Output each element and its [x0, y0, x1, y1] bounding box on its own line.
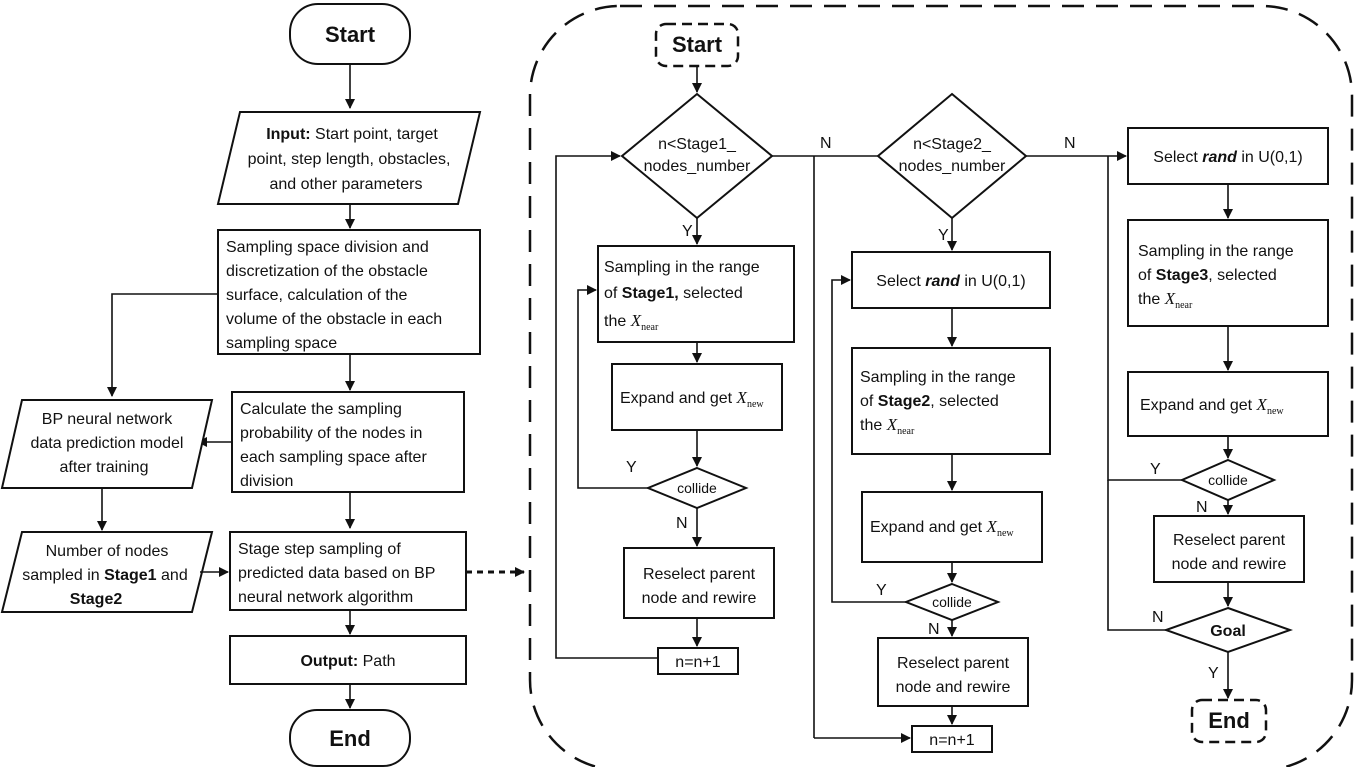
s2-counter-label: n=n+1: [929, 732, 974, 749]
s3-sampling-line2: of Stage3, selected: [1138, 267, 1277, 284]
s3-sampling-box: [1127, 219, 1329, 327]
s1-sampling-box: [597, 245, 795, 343]
division-line2: discretization of the obstacle: [226, 263, 428, 280]
decision-stage1-line1: n<Stage1_: [658, 136, 737, 153]
right-start-label: Start: [672, 32, 723, 57]
bp-parallelogram: [0, 399, 214, 489]
s3-reselect-box: [1153, 515, 1305, 583]
s2-sampling-line2: of Stage2, selected: [860, 393, 999, 410]
loop-collide1-s1: [577, 285, 648, 489]
goal-label: Goal: [1210, 623, 1246, 640]
s2-select-rand-box: [851, 251, 1051, 309]
s3-expand-box: [1127, 371, 1329, 437]
division-line3: surface, calculation of the: [226, 287, 408, 304]
stage-step-line1: Stage step sampling of: [238, 541, 401, 558]
s1-reselect-box: [623, 547, 775, 619]
loop-goal-n: [1107, 480, 1166, 631]
left-start-label: Start: [325, 22, 376, 47]
label-n-collide2: N: [928, 621, 940, 638]
stage-step-line3: neural network algorithm: [238, 589, 413, 606]
s3-reselect-line1: Reselect parent: [1173, 532, 1286, 549]
input-line2: point, step length, obstacles,: [248, 151, 451, 168]
label-y-d2: Y: [938, 227, 949, 244]
collide-2-label: collide: [932, 594, 972, 610]
decision-stage2-line1: n<Stage2_: [913, 136, 992, 153]
label-n-collide1: N: [676, 515, 688, 532]
nodes-line2: sampled in Stage1 and: [22, 567, 187, 584]
stage-step-line2: predicted data based on BP: [238, 565, 435, 582]
collide-1-label: collide: [677, 480, 717, 496]
calc-line1: Calculate the sampling: [240, 401, 402, 418]
s1-expand-label: Expand and get Xnew: [620, 388, 764, 410]
decision-stage1-line2: nodes_number: [644, 158, 751, 175]
label-n-collide3: N: [1196, 499, 1208, 516]
s1-counter-box: [657, 647, 739, 675]
label-n-d2: N: [1064, 135, 1076, 152]
input-line3: and other parameters: [270, 176, 423, 193]
label-y-collide2: Y: [876, 582, 887, 599]
calc-line2: probability of the nodes in: [240, 425, 422, 442]
calc-line3: each sampling space after: [240, 449, 427, 466]
s2-expand-label: Expand and get Xnew: [870, 517, 1014, 539]
label-y-goal: Y: [1208, 665, 1219, 682]
s2-reselect-box: [877, 637, 1029, 707]
label-n-goal: N: [1152, 609, 1164, 626]
nodes-line1: Number of nodes: [46, 543, 169, 560]
s3-sampling-line1: Sampling in the range: [1138, 243, 1294, 260]
s3-select-rand-label: Select rand in U(0,1): [1153, 149, 1302, 166]
bp-line2: data prediction model: [31, 435, 184, 452]
loop-counter1-d1: [555, 151, 658, 659]
left-end-terminal: [289, 709, 411, 767]
nodes-parallelogram: [0, 531, 214, 613]
division-box: [217, 229, 481, 355]
bp-line3: after training: [60, 459, 149, 476]
output-box: [229, 635, 467, 685]
right-end-label: End: [1208, 708, 1250, 733]
input-parallelogram: [216, 111, 482, 205]
label-n-d1: N: [820, 135, 832, 152]
label-y-collide3: Y: [1150, 461, 1161, 478]
collide-3-label: collide: [1208, 472, 1248, 488]
stage-step-box: [229, 531, 467, 611]
s3-expand-label: Expand and get Xnew: [1140, 395, 1284, 417]
s2-sampling-line1: Sampling in the range: [860, 369, 1016, 386]
s1-reselect-line2: node and rewire: [642, 590, 757, 607]
s2-select-rand-label: Select rand in U(0,1): [876, 273, 1025, 290]
decision-stage2-line2: nodes_number: [899, 158, 1006, 175]
division-line4: volume of the obstacle in each: [226, 311, 442, 328]
division-line5: sampling space: [226, 335, 337, 352]
input-line1: Input: Start point, target: [266, 126, 438, 143]
decision-stage2: [876, 92, 1028, 220]
s2-counter-box: [911, 725, 993, 753]
s1-counter-label: n=n+1: [675, 654, 720, 671]
loop-collide2-rand: [831, 275, 906, 603]
arrow-division-bp: [107, 293, 218, 397]
s1-sampling-line1: Sampling in the range: [604, 259, 760, 276]
s1-sampling-line3: the Xnear: [604, 311, 659, 333]
division-line1: Sampling space division and: [226, 239, 429, 256]
calc-line4: division: [240, 473, 293, 490]
bp-line1: BP neural network: [42, 411, 173, 428]
nodes-line3: Stage2: [70, 591, 123, 608]
right-end-terminal: [1190, 698, 1268, 744]
s2-sampling-box: [851, 347, 1051, 455]
s3-sampling-line3: the Xnear: [1138, 289, 1193, 311]
output-label: Output: Path: [300, 653, 395, 670]
label-y-collide1: Y: [626, 459, 637, 476]
s2-reselect-line2: node and rewire: [896, 679, 1011, 696]
s3-reselect-line2: node and rewire: [1172, 556, 1287, 573]
decision-stage1: [620, 92, 774, 220]
s1-reselect-line1: Reselect parent: [643, 566, 756, 583]
detail-container: [528, 4, 1354, 767]
calc-box: [231, 391, 465, 493]
s1-sampling-line2: of Stage1, selected: [604, 285, 743, 302]
s2-reselect-line1: Reselect parent: [897, 655, 1010, 672]
s2-sampling-line3: the Xnear: [860, 415, 915, 437]
s2-expand-box: [861, 491, 1043, 563]
left-end-label: End: [329, 726, 371, 751]
label-y-d1: Y: [682, 223, 693, 240]
